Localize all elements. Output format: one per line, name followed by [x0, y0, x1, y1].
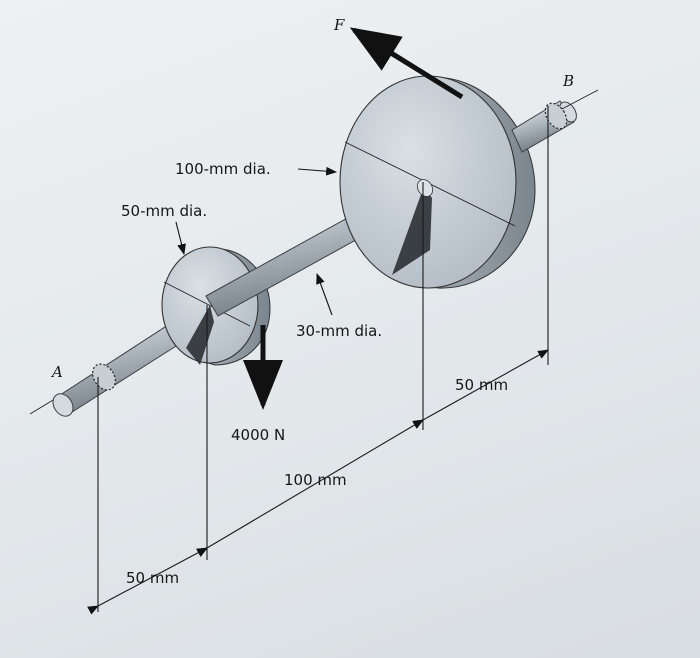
- dia-100-leader: [297, 166, 338, 176]
- shaft-centerline-right: [559, 89, 599, 111]
- load-4000n-label: 4000 N: [231, 426, 285, 444]
- dia-30-leader: [316, 272, 333, 316]
- large-pulley: [339, 75, 536, 289]
- point-a-label: A: [50, 363, 63, 381]
- dimension-50mm-right: [412, 349, 549, 429]
- small-pulley: [161, 246, 271, 366]
- dia-50-leader: [175, 221, 186, 256]
- dim-50-right-label: 50 mm: [455, 376, 508, 394]
- dimension-100mm: [196, 419, 424, 557]
- point-b-label: B: [562, 72, 574, 90]
- dimension-50mm-left: [87, 547, 208, 615]
- force-f-label: F: [333, 16, 345, 34]
- force-f-arrow: [349, 27, 464, 100]
- dim-100-label: 100 mm: [284, 471, 347, 489]
- dia-30-label: 30-mm dia.: [296, 322, 382, 340]
- dim-50-left-label: 50 mm: [126, 569, 179, 587]
- shaft-right-segment: [511, 100, 577, 153]
- dia-50-label: 50-mm dia.: [121, 202, 207, 220]
- dia-100-label: 100-mm dia.: [175, 160, 271, 178]
